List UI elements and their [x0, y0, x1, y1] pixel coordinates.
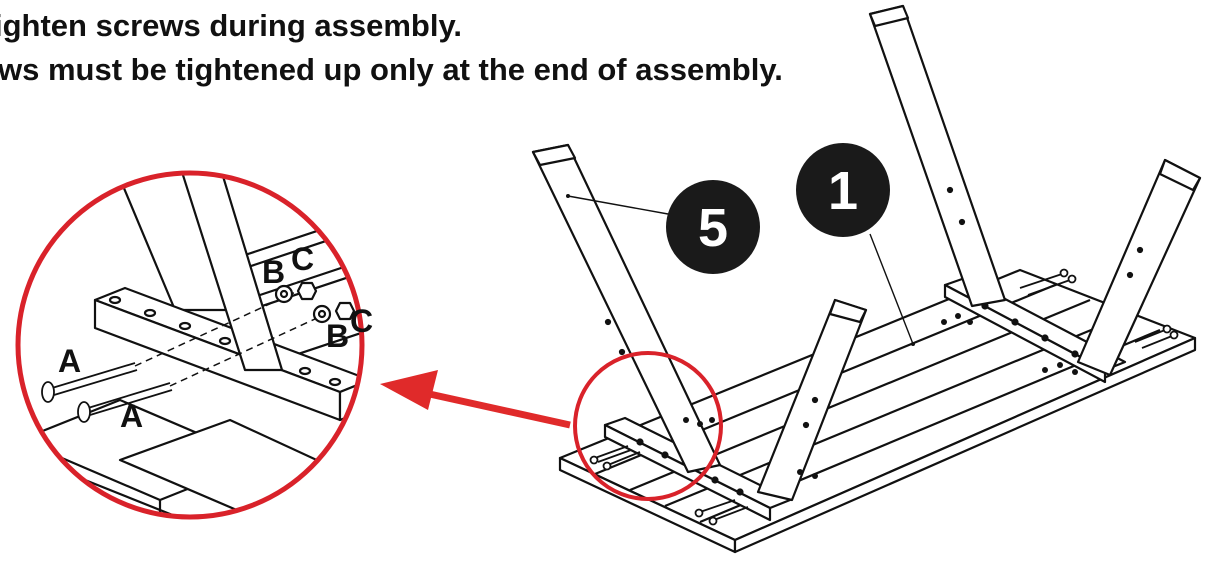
part-number-5: 5	[698, 198, 728, 258]
hardware-nuts	[683, 313, 1078, 479]
label-bolt-upper: A	[58, 343, 81, 379]
leader-line-1	[869, 233, 914, 345]
detail-source-circle	[573, 351, 723, 501]
table-leg-back-right	[1076, 158, 1202, 377]
label-washer-upper: B	[262, 254, 285, 290]
part-number-1: 1	[828, 161, 858, 221]
table-leg-back-left	[868, 4, 1007, 308]
part-callout-1: 1	[796, 143, 890, 237]
label-nut-upper: C	[291, 241, 314, 277]
back-bolts	[1019, 268, 1179, 349]
instruction-line-2: ws must be tightened up only at the end …	[0, 52, 783, 87]
label-bolt-lower: A	[120, 398, 143, 434]
table-leg-5	[531, 143, 722, 474]
label-nut-lower: C	[350, 303, 373, 339]
assembly-instructions: ighten screws during assembly. ws must b…	[0, 4, 783, 92]
leader-line-5	[567, 195, 669, 215]
label-washer-lower: B	[326, 318, 349, 354]
detail-view: A A B C B C	[15, 170, 373, 520]
part-callout-5: 5	[666, 180, 760, 274]
detail-arrow	[380, 370, 571, 429]
front-bolts	[589, 445, 749, 526]
instruction-line-1: ighten screws during assembly.	[0, 8, 463, 43]
detail-circle-border	[15, 170, 365, 520]
table-assembly	[531, 4, 1202, 554]
table-leg-front-right	[756, 298, 868, 502]
